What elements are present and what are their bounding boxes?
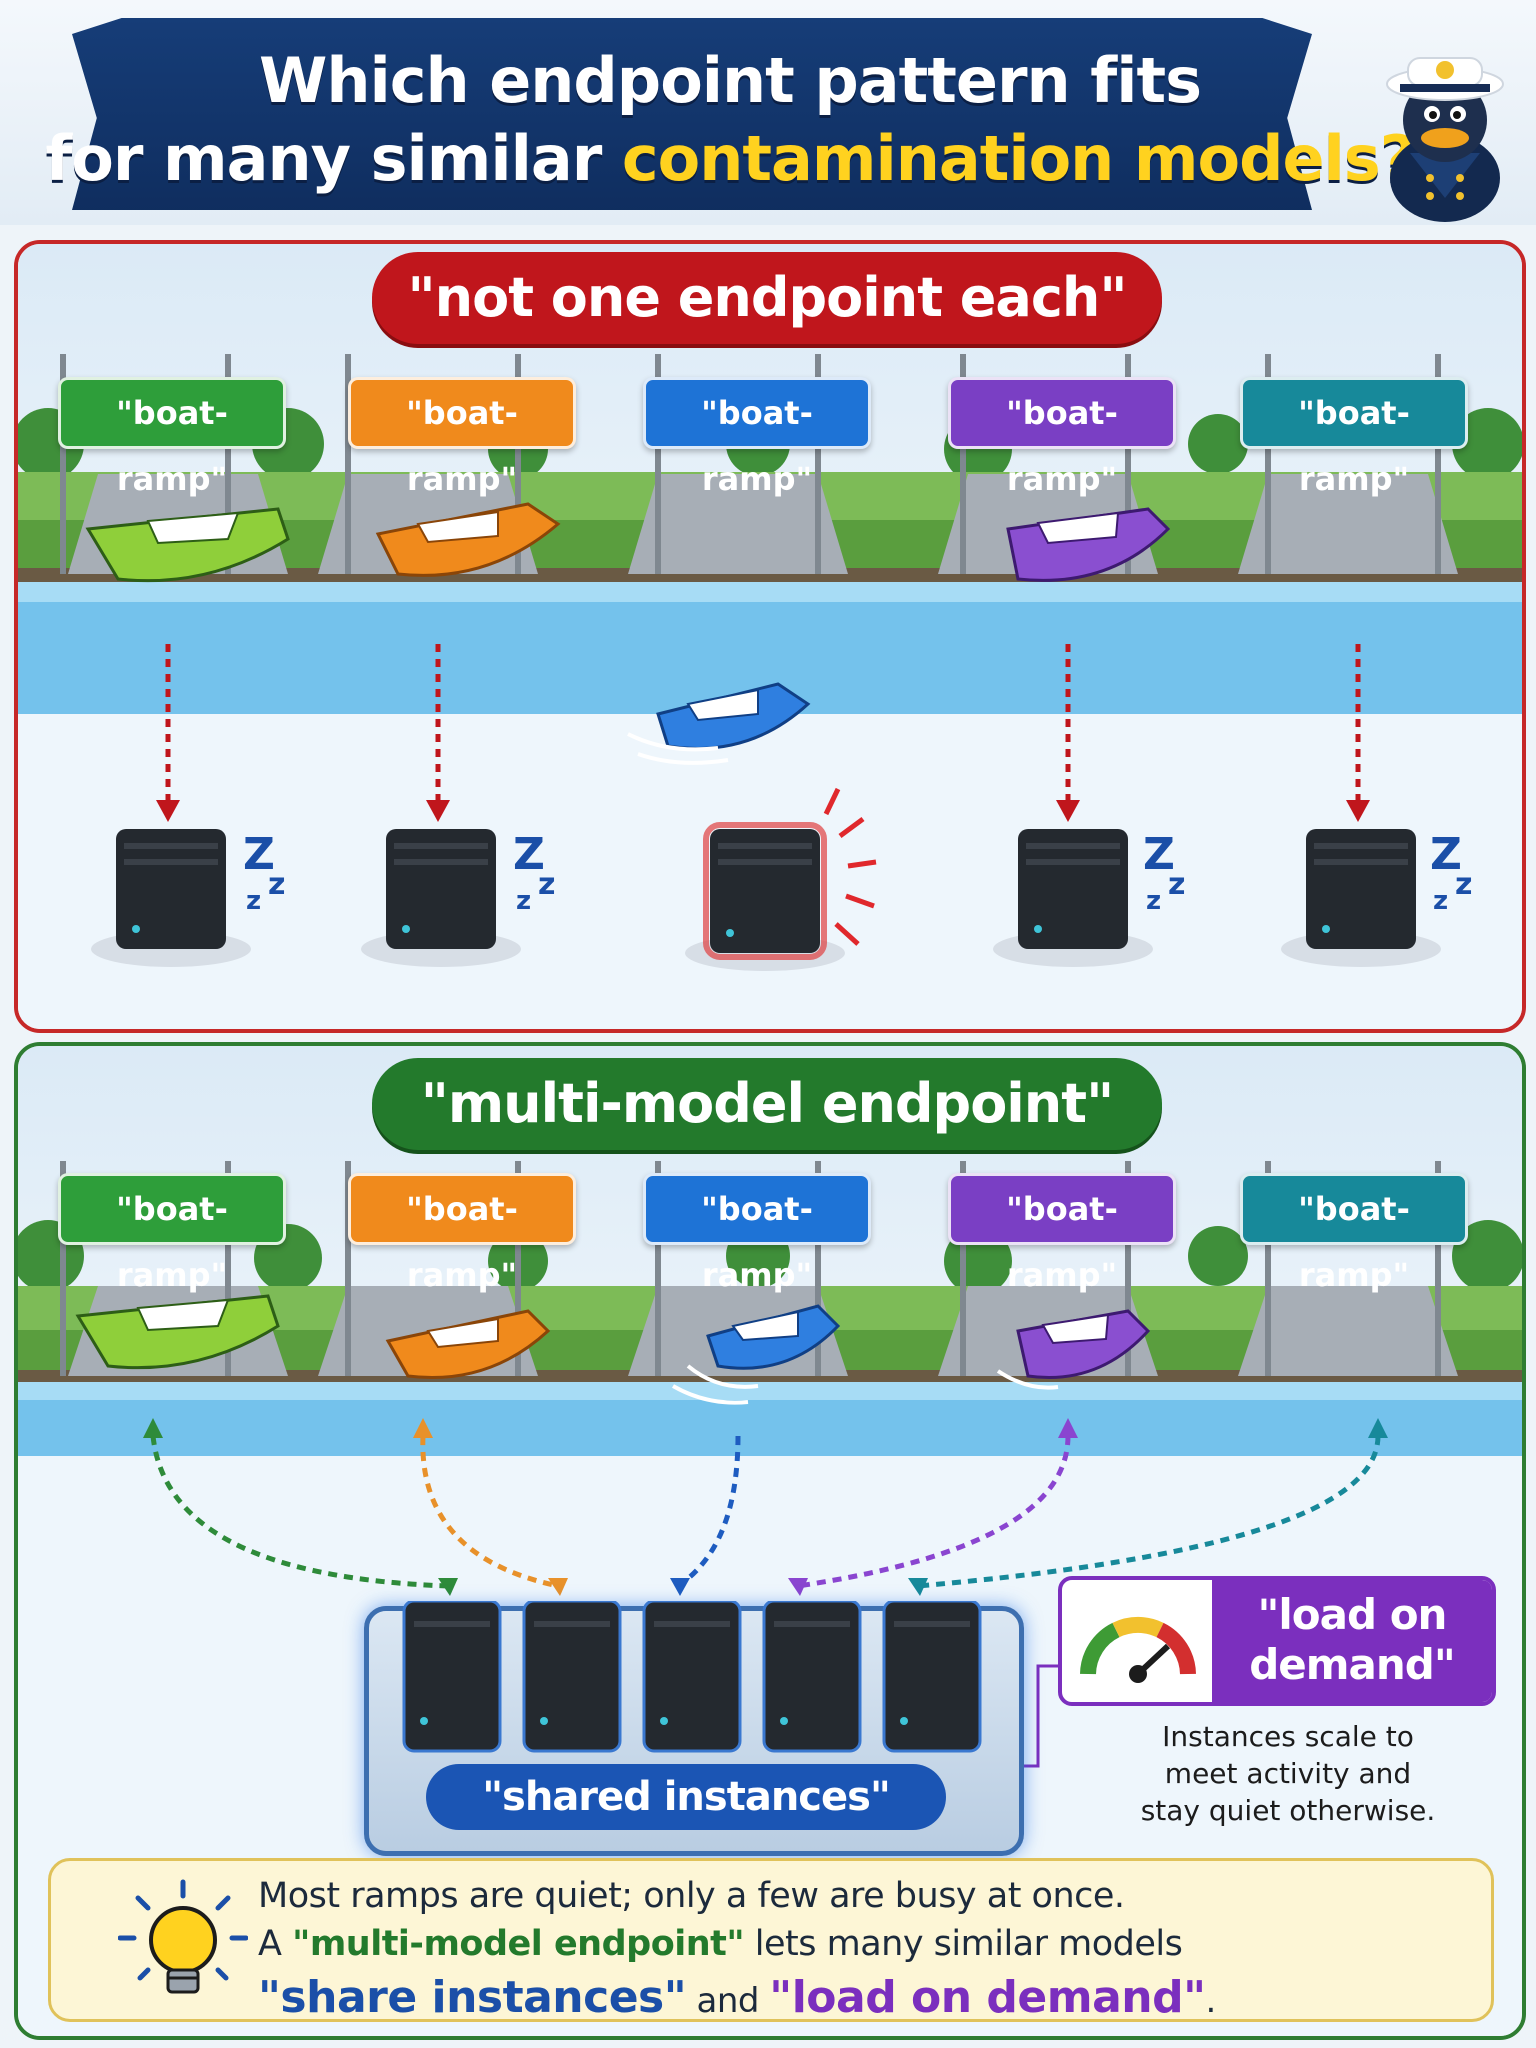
svg-text:z: z [268,867,285,902]
svg-text:z: z [1433,886,1448,916]
tip-highlight-green: "multi-model endpoint" [292,1924,745,1964]
scene-one-endpoint-each: Zzz Zzz Zzz Zzz [18,354,1522,1029]
svg-text:z: z [1168,867,1185,902]
panel-two-title: "multi-model endpoint" [372,1058,1162,1150]
arrow-heads [143,1418,1388,1596]
connector-line [1014,1664,1058,1768]
svg-text:Z: Z [513,829,545,880]
svg-text:z: z [1146,886,1161,916]
tip-text: . [1205,1981,1217,2021]
load-on-demand-card: "load on demand" [1058,1576,1496,1706]
server-icon [402,1601,502,1753]
alert-rays [823,787,877,946]
svg-text:Z: Z [1143,829,1175,880]
gauge-icon [1080,1616,1196,1683]
boat-ramp-sign: "boat-ramp" [643,1173,871,1294]
tip-text: and [686,1981,770,2021]
load-on-demand-line-1: "load on [1257,1590,1448,1639]
tip-line-1: Most ramps are quiet; only a few are bus… [258,1876,1125,1916]
boat-icon [627,682,811,765]
water-shine [18,1382,1522,1400]
boat-ramp-sign: "boat-ramp" [58,377,286,498]
load-desc-line: Instances scale to [1162,1720,1414,1753]
boat-icon [672,1304,841,1405]
boat-ramp-sign: "boat-ramp" [643,377,871,498]
svg-text:z: z [246,886,261,916]
tip-line-2: A "multi-model endpoint" lets many simil… [258,1924,1183,1964]
title-line-2: for many similar contamination models? [0,122,1460,195]
water-shine [18,582,1522,602]
sleep-z-icon: Zzz Zzz Zzz Zzz [243,829,1472,916]
svg-text:z: z [538,867,555,902]
boat-ramp-sign: "boat-ramp" [948,1173,1176,1294]
boat-ramp-sign: "boat-ramp" [1240,1173,1468,1294]
server-icon [522,1601,622,1753]
tip-text: A [258,1924,293,1964]
svg-text:z: z [1455,867,1472,902]
sailor-duck-icon [1386,57,1504,222]
load-on-demand-line-2: demand" [1249,1640,1456,1689]
server-icon [91,829,251,967]
load-desc-line: meet activity and [1164,1757,1412,1790]
server-icon [762,1601,862,1753]
boat-icon [85,507,290,583]
server-icon [993,829,1153,967]
server-icon [361,829,521,967]
tip-text: lets many similar models [744,1924,1183,1964]
panel-multi-model-endpoint: "multi-model endpoint" "boat-ramp" "boat… [14,1042,1526,2040]
boat-ramp-sign: "boat-ramp" [58,1173,286,1294]
title-line-1: Which endpoint pattern fits [258,44,1202,117]
boat-ramp-sign: "boat-ramp" [948,377,1176,498]
load-on-demand-description: Instances scale to meet activity and sta… [1108,1718,1468,1829]
tip-highlight-blue: "share instances" [258,1972,687,2023]
boat-ramp-sign: "boat-ramp" [348,1173,576,1294]
boat-icon [75,1294,280,1370]
tip-box [48,1858,1494,2022]
title-banner [72,18,1312,210]
svg-text:Z: Z [243,829,275,880]
arrow-heads [156,800,1370,822]
boat-ramp-sign: "boat-ramp" [1240,377,1468,498]
lightbulb-icon [118,1879,248,1994]
server-icon [685,822,845,971]
dashed-arrows [165,644,1361,804]
title-line-2-highlight: contamination models? [621,122,1416,195]
server-icon [642,1601,742,1753]
boat-icon [375,502,561,577]
header: Which endpoint pattern fits for many sim… [0,0,1536,225]
panel-one-title: "not one endpoint each" [372,252,1162,344]
load-on-demand-label: "load on demand" [1212,1580,1492,1702]
boat-icon [385,1309,551,1380]
tip-highlight-purple: "load on demand" [769,1972,1206,2023]
boat-icon [996,1309,1151,1390]
shared-instances-label: "shared instances" [426,1764,946,1830]
boat-icon [1006,507,1171,582]
server-icon [882,1601,982,1753]
title-line-2-prefix: for many similar [45,122,622,195]
tip-line-3: "share instances" and "load on demand". [258,1972,1216,2023]
svg-text:Z: Z [1430,829,1462,880]
connector-paths [150,1435,1381,1589]
boat-ramp-sign: "boat-ramp" [348,377,576,498]
server-icon [1281,829,1441,967]
svg-text:z: z [516,886,531,916]
load-desc-line: stay quiet otherwise. [1140,1794,1436,1827]
shared-servers [402,1601,982,1753]
